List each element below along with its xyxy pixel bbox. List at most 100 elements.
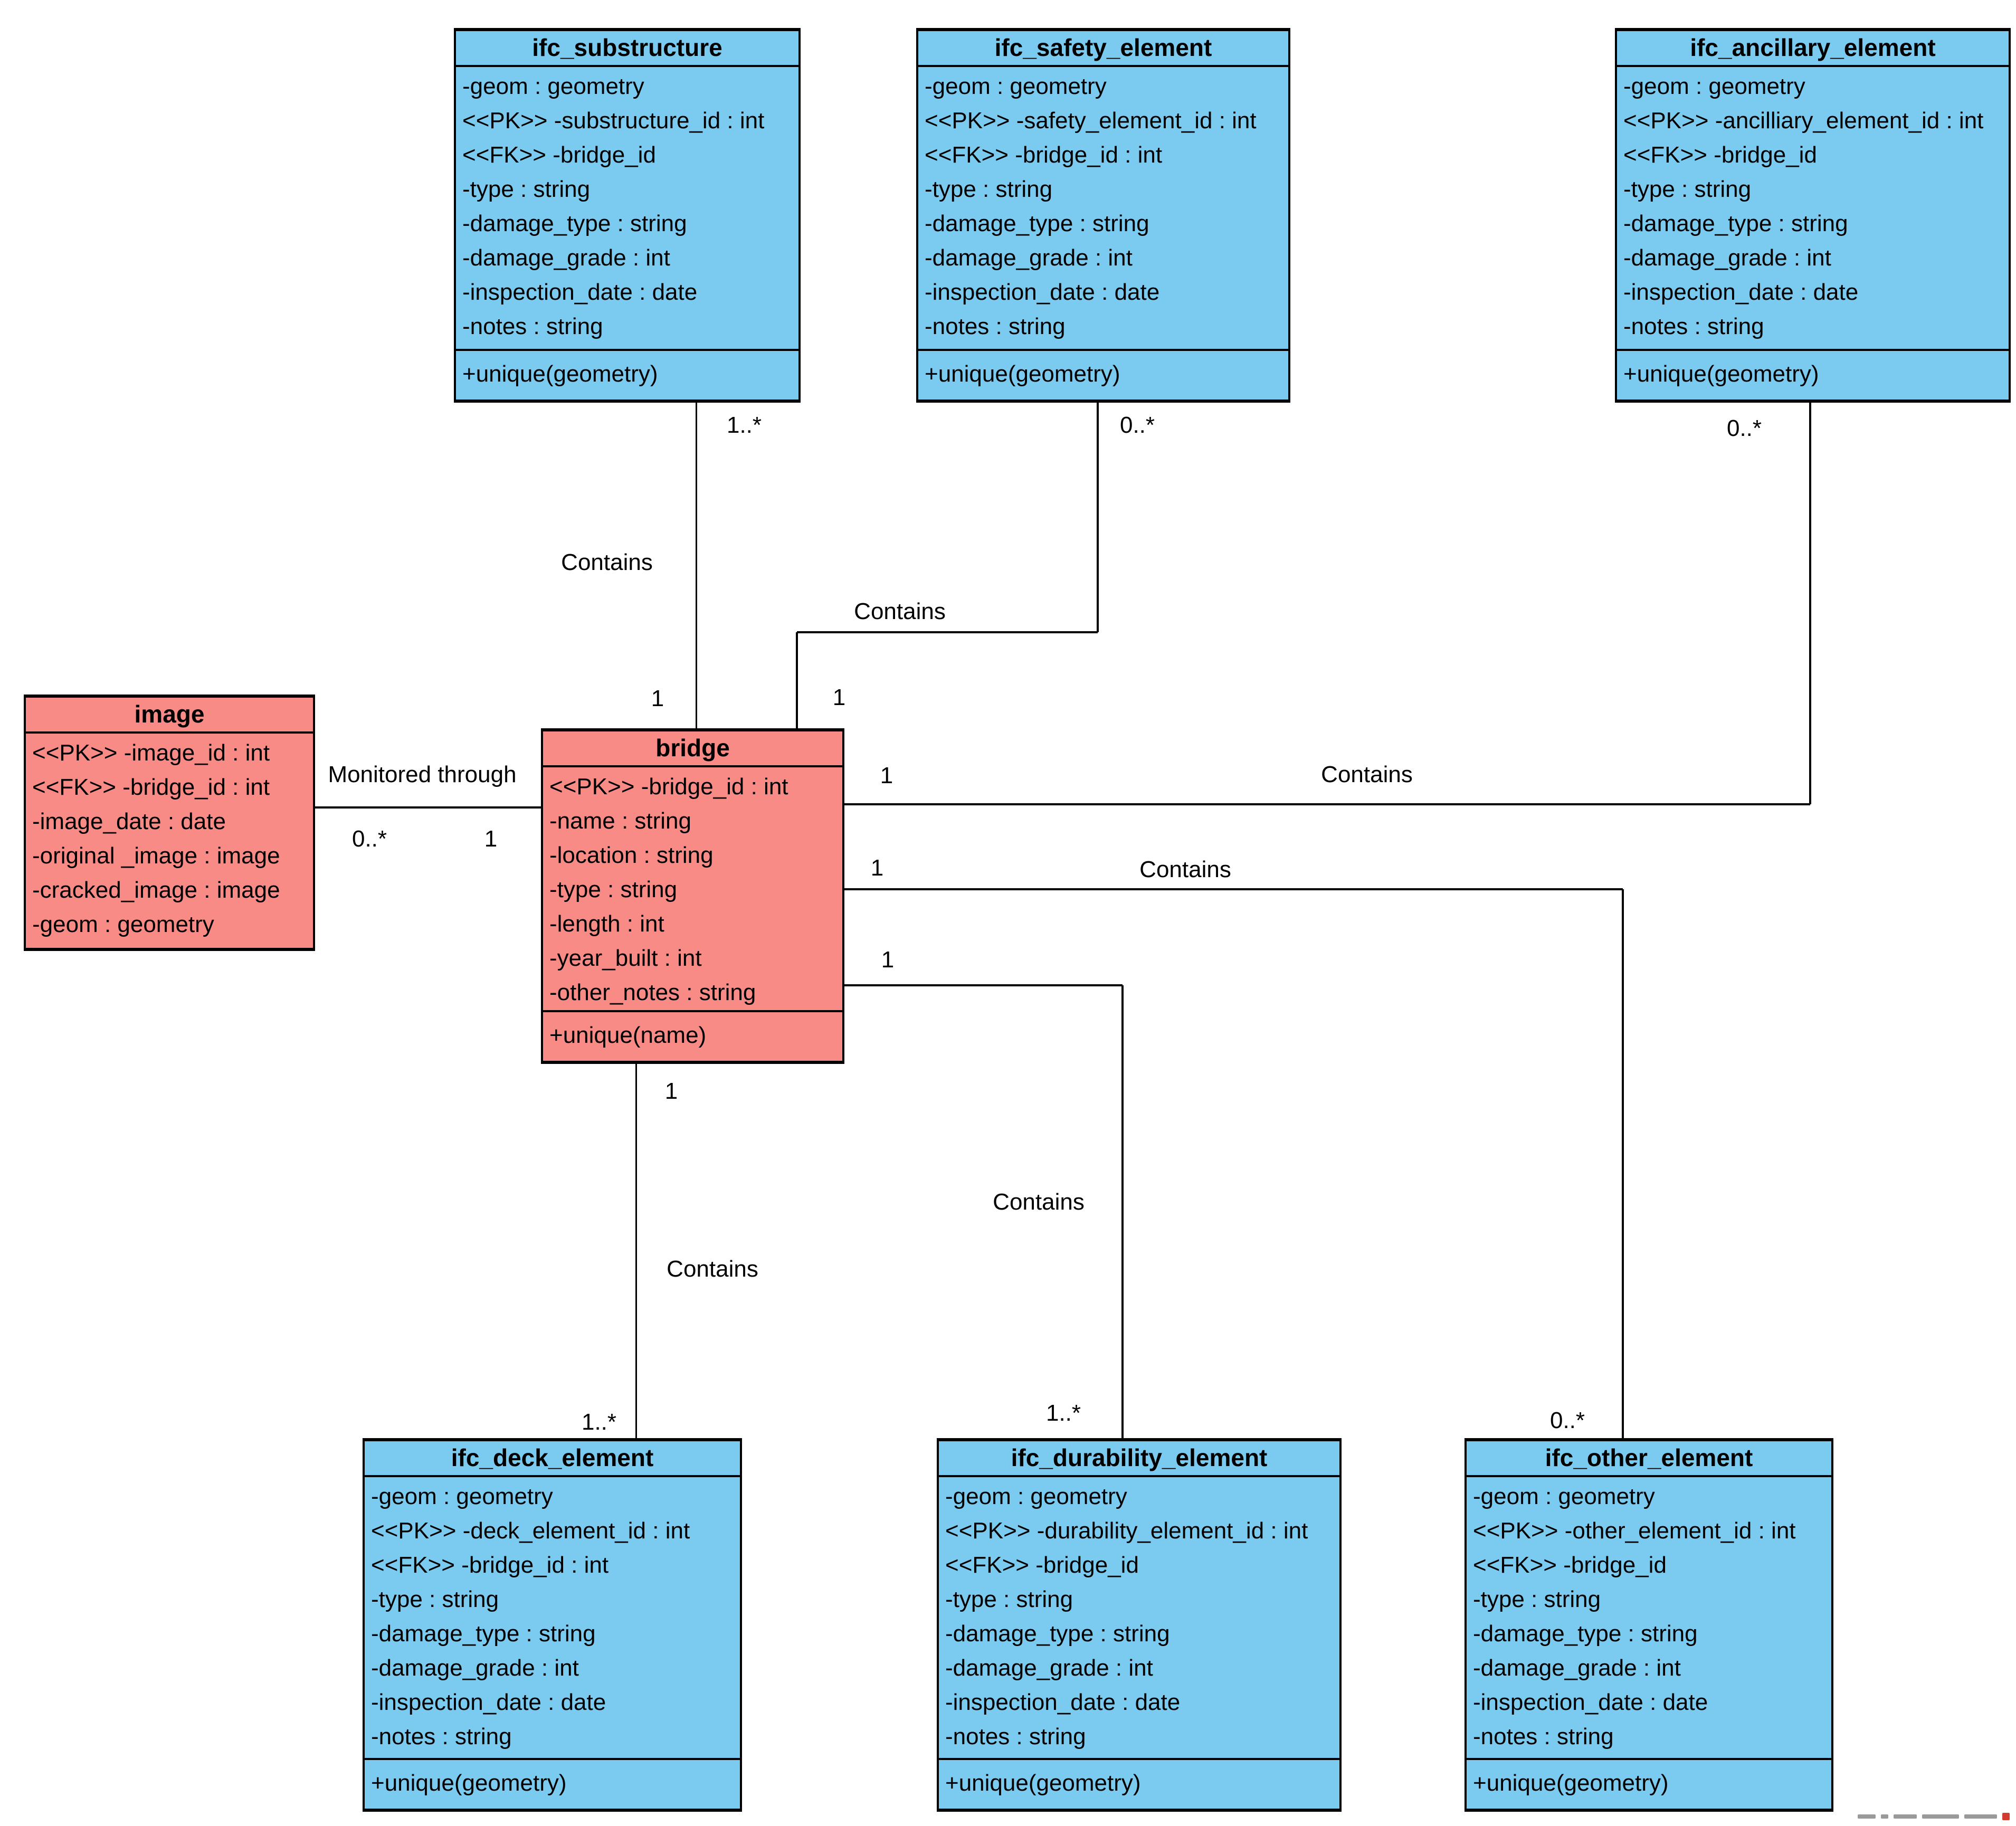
operation-list: +unique(geometry) xyxy=(1617,349,2009,400)
attribute-row: <<FK>> -bridge_id xyxy=(1623,142,1817,168)
entity-title: ifc_deck_element xyxy=(365,1441,740,1477)
connector-bridge-deck-element xyxy=(635,1064,637,1438)
attribute-row: -damage_type : string xyxy=(1623,211,1848,236)
entity-title: ifc_substructure xyxy=(456,31,798,67)
attribute-row: -type : string xyxy=(925,176,1053,202)
attribute-row: <<FK>> -bridge_id xyxy=(1473,1552,1667,1578)
multiplicity-label: 1 xyxy=(832,684,846,710)
attribute-row: -damage_grade : int xyxy=(1623,245,1831,271)
attribute-row: -inspection_date : date xyxy=(462,279,698,305)
attribute-list: -geom : geometry <<PK>> -ancilliary_eleme… xyxy=(1617,67,2009,349)
attribute-row: -notes : string xyxy=(1623,313,1764,339)
attribute-row: -length : int xyxy=(549,911,664,937)
attribute-list: -geom : geometry <<PK>> -safety_element_i… xyxy=(918,67,1288,349)
attribute-row: -geom : geometry xyxy=(371,1483,553,1509)
entity-title: ifc_ancillary_element xyxy=(1617,31,2009,67)
operation-row: +unique(geometry) xyxy=(371,1770,567,1796)
attribute-row: -cracked_image : image xyxy=(32,877,280,903)
entity-title: ifc_durability_element xyxy=(939,1441,1339,1477)
association-label: Contains xyxy=(667,1256,758,1282)
connector-bridge-image xyxy=(315,806,541,809)
connector-bridge-safety-element xyxy=(1097,403,1099,632)
connector-bridge-safety-element xyxy=(797,631,1098,633)
operation-list: +unique(geometry) xyxy=(1467,1758,1831,1809)
attribute-row: -name : string xyxy=(549,808,691,834)
attribute-row: -damage_grade : int xyxy=(945,1655,1153,1681)
attribute-row: -geom : geometry xyxy=(462,73,644,99)
attribute-row: -notes : string xyxy=(1473,1724,1614,1749)
attribute-row: -geom : geometry xyxy=(945,1483,1127,1509)
operation-row: +unique(geometry) xyxy=(1473,1770,1669,1796)
attribute-row: -inspection_date : date xyxy=(371,1689,606,1715)
attribute-row: <<FK>> -bridge_id xyxy=(945,1552,1139,1578)
multiplicity-label: 1 xyxy=(880,763,893,788)
multiplicity-label: 0..* xyxy=(1119,412,1155,438)
connector-bridge-durability-element xyxy=(1121,985,1124,1438)
attribute-list: -geom : geometry <<PK>> -substructure_id … xyxy=(456,67,798,349)
attribute-list: -geom : geometry<<PK>> -deck_element_id … xyxy=(365,1477,740,1758)
multiplicity-label: 1 xyxy=(651,686,664,711)
attribute-row: -geom : geometry xyxy=(1623,73,1805,99)
watermark-bar xyxy=(1881,1814,1888,1819)
operation-list: +unique(name) xyxy=(543,1010,842,1061)
association-label: Contains xyxy=(993,1189,1085,1215)
multiplicity-label: 1 xyxy=(664,1078,678,1104)
attribute-row: <<PK>> -substructure_id : int xyxy=(462,108,765,134)
watermark-bar xyxy=(1964,1814,1997,1819)
connector-bridge-ancillary-element xyxy=(844,803,1810,805)
entity-title: bridge xyxy=(543,731,842,767)
attribute-row: -damage_type : string xyxy=(1473,1621,1698,1647)
attribute-list: -geom : geometry <<PK>> -other_element_id… xyxy=(1467,1477,1831,1758)
attribute-row: <<PK>> -durability_element_id : int xyxy=(945,1518,1308,1544)
attribute-row: <<PK>> -bridge_id : int xyxy=(549,774,788,800)
attribute-row: -notes : string xyxy=(462,313,603,339)
attribute-row: -type : string xyxy=(462,176,591,202)
attribute-row: -notes : string xyxy=(371,1724,512,1749)
attribute-row: -geom : geometry xyxy=(925,73,1107,99)
association-label: Contains xyxy=(561,549,653,575)
attribute-row: -type : string xyxy=(371,1586,499,1612)
attribute-row: -type : string xyxy=(1473,1586,1601,1612)
entity-title: image xyxy=(26,698,313,734)
entity-ifc_safety_element: ifc_safety_element-geom : geometry<<PK>>… xyxy=(916,28,1290,403)
watermark-marks xyxy=(1858,1812,2010,1821)
attribute-row: -type : string xyxy=(1623,176,1752,202)
attribute-row: -geom : geometry xyxy=(1473,1483,1655,1509)
attribute-row: <<PK>> -image_id : int xyxy=(32,740,270,766)
association-label: Contains xyxy=(1321,762,1413,787)
attribute-row: -damage_type : string xyxy=(371,1621,596,1647)
entity-title: ifc_other_element xyxy=(1467,1441,1831,1477)
attribute-list: <<PK>> -bridge_id : int -name : string -lo… xyxy=(543,767,842,1010)
attribute-row: -damage_type : string xyxy=(925,211,1149,236)
connector-bridge-durability-element xyxy=(844,984,1123,986)
connector-bridge-ancillary-element xyxy=(1809,403,1811,804)
attribute-row: <<FK>> -bridge_id : int xyxy=(371,1552,609,1578)
operation-row: +unique(geometry) xyxy=(462,361,658,387)
connector-bridge-other-element xyxy=(1622,889,1624,1438)
attribute-row: -notes : string xyxy=(945,1724,1086,1749)
operation-row: +unique(geometry) xyxy=(945,1770,1141,1796)
multiplicity-label: 1..* xyxy=(581,1409,617,1435)
operation-list: +unique(geometry) xyxy=(939,1758,1339,1809)
attribute-row: -damage_type : string xyxy=(462,211,687,236)
entity-ifc_substructure: ifc_substructure -geom : geometry <<PK>> -… xyxy=(454,28,801,403)
attribute-row: -damage_grade : int xyxy=(371,1655,579,1681)
attribute-row: <<PK>> -safety_element_id : int xyxy=(925,108,1257,134)
multiplicity-label: 0..* xyxy=(351,826,387,852)
attribute-list: <<PK>> -image_id : int <<FK>> -bridge_id … xyxy=(26,734,313,948)
entity-ifc_deck_element: ifc_deck_element-geom : geometry<<PK>> -… xyxy=(363,1438,742,1812)
operation-list: +unique(geometry) xyxy=(365,1758,740,1809)
multiplicity-label: 0..* xyxy=(1726,415,1762,441)
attribute-row: -inspection_date : date xyxy=(1623,279,1859,305)
operation-list: +unique(geometry) xyxy=(918,349,1288,400)
attribute-row: -damage_grade : int xyxy=(462,245,670,271)
attribute-row: <<PK>> -ancilliary_element_id : int xyxy=(1623,108,1984,134)
attribute-row: <<PK>> -other_element_id : int xyxy=(1473,1518,1796,1544)
watermark-dot xyxy=(2002,1813,2010,1820)
multiplicity-label: 1 xyxy=(881,947,895,973)
attribute-row: <<FK>> -bridge_id : int xyxy=(32,774,270,800)
watermark-bar xyxy=(1922,1814,1959,1819)
attribute-row: -notes : string xyxy=(925,313,1066,339)
multiplicity-label: 1..* xyxy=(1045,1400,1081,1426)
attribute-row: -location : string xyxy=(549,842,714,868)
